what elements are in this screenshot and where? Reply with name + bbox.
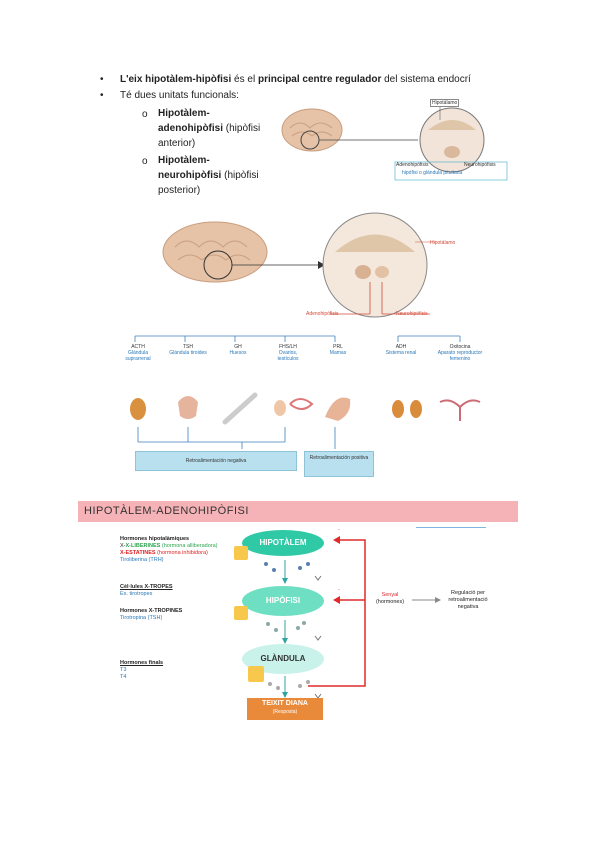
notes-estatines: X-ESTATINES	[120, 550, 156, 556]
hormone-name: TSH	[183, 344, 193, 350]
notes-final-title: Hormones finals	[120, 660, 164, 666]
fig1-adeno-label: Adenohipófisis	[396, 162, 429, 168]
hipofisi-node: HIPÒFISI	[242, 586, 324, 616]
subitem-adeno-l1: Hipotàlem-	[158, 108, 210, 119]
hormone-target: Ovarios, testículos	[277, 350, 299, 362]
fig2-adeno-label: Adenohipófisis	[306, 311, 339, 317]
hormone-target: Glándula tiroides	[169, 350, 207, 356]
hormone-oxitocina: Oxitocina Aparato reproductor femenino	[435, 344, 485, 362]
bullet-dot: •	[100, 90, 104, 101]
notes-liberines: X-LIBERINES	[125, 543, 161, 549]
fig1-caption: hipófisi o glándula pituitaria	[402, 170, 463, 176]
divider	[416, 527, 486, 528]
notes-hip-title: Hormones hipotalàmiques	[120, 536, 190, 542]
bullet-1-bold: L'eix hipotàlem-hipòfisi	[120, 74, 232, 85]
senyal-text: Senyal	[381, 592, 399, 598]
hormone-target: Glándula suprarrenal	[125, 350, 151, 362]
section-title: HIPOTÀLEM-ADENOHIPÒFISI	[84, 505, 249, 517]
hipotalem-cell	[234, 546, 248, 560]
axis-flow-diagram: HIPOTÀLEM HIPÒFISI GLÀNDULA TEIXIT DIANA…	[230, 527, 490, 728]
hormone-acth: ACTH Glándula suprarrenal	[118, 344, 158, 362]
hormone-target: Huesos	[229, 350, 247, 356]
bullet-1: L'eix hipotàlem-hipòfisi és el principal…	[120, 73, 595, 87]
hormone-name: FHS/LH	[279, 344, 297, 350]
hormone-tsh: TSH Glándula tiroides	[168, 344, 208, 356]
notes-cells-title: Cèl·lules X-TROPES	[120, 584, 173, 590]
hipofisi-cell	[234, 606, 248, 620]
bullet-1-mid: és el	[231, 74, 258, 85]
fig2-hipotalamo-label: Hipotálamo	[430, 240, 456, 246]
notes-tropines-title: Hormones X-TROPINES	[120, 608, 183, 614]
section-header: HIPOTÀLEM-ADENOHIPÒFISI	[78, 501, 518, 522]
hormone-name: ADH	[395, 344, 407, 350]
notes-liberines-note: (hormona alliberadora)	[161, 543, 218, 549]
subitem-neuro-l1: Hipotàlem-	[158, 155, 210, 166]
notes-tropines-example: Tirotropina (TSH)	[120, 615, 163, 621]
hormone-prl: PRL Mamas	[318, 344, 358, 356]
hormone-target: Aparato reproductor femenino	[437, 350, 483, 362]
hipotalem-node: HIPOTÀLEM	[242, 530, 324, 556]
notes-cells: Cèl·lules X-TROPES Ex. tirotropes	[120, 584, 250, 598]
feedback-positive-box: Retroalimentación positiva	[304, 451, 374, 477]
subitem-neuro-l2r: (hipòfisi	[221, 170, 259, 181]
hormone-target: Mamas	[329, 350, 347, 356]
senyal-sub: (hormones)	[375, 599, 405, 605]
hormone-name: GH	[234, 344, 242, 350]
hormone-fsh-lh: FHS/LH Ovarios, testículos	[268, 344, 308, 362]
subitem-neuro-l3: posterior)	[158, 185, 201, 196]
figure-pituitary-hormones: Hipotálamo Adenohipófisis Neurohipófisis…	[125, 212, 500, 492]
fig1-neuro-label: Neurohipófisis	[464, 162, 496, 168]
subitem-neuro-l2: neurohipòfisi	[158, 170, 222, 181]
fig2-neuro-label: Neurohipófisis	[396, 311, 428, 317]
subitem-neuro: Hipotàlem- neurohipòfisi (hipòfisi poste…	[158, 153, 278, 198]
bullet-dot: •	[100, 74, 104, 85]
teixit-diana-title: TEIXIT DIANA	[262, 700, 308, 707]
hormone-name: PRL	[333, 344, 343, 350]
subitem-adeno-l3: anterior)	[158, 138, 196, 149]
bullet-1-rest: del sistema endocrí	[381, 74, 471, 85]
teixit-diana-resposta: (Resposta)	[272, 709, 298, 715]
notes-final: Hormones finals T3 T4	[120, 660, 250, 681]
subitem-adeno-l2r: (hipòfisi	[223, 123, 261, 134]
regulacio-label: Regulació per retroalimentació negativa	[448, 590, 488, 610]
feedback-negative-box: Retroalimentación negativa	[135, 451, 297, 471]
notes-estatines-note: (hormona inhibidora)	[157, 550, 208, 556]
subitem-adeno: Hipotàlem- adenohipòfisi (hipòfisi anter…	[158, 106, 278, 151]
subitem-adeno-l2: adenohipòfisi	[158, 123, 223, 134]
bullet-2: Té dues unitats funcionals:	[120, 90, 239, 101]
fig1-hipotalamo-label: Hipotálamo	[430, 99, 460, 107]
teixit-diana-box: TEIXIT DIANA (Resposta)	[247, 698, 323, 720]
hormone-gh: GH Huesos	[218, 344, 258, 356]
sub-bullet-circle: o	[142, 156, 148, 167]
flow-svg	[264, 536, 441, 699]
sub-bullet-circle: o	[142, 109, 148, 120]
hormone-target: Sistema renal	[385, 350, 417, 356]
notes-example1: Tiroliberina (TRH)	[120, 557, 164, 563]
senyal-label: Senyal (hormones)	[370, 592, 410, 606]
minus-sign: -	[338, 587, 340, 593]
minus-sign: -	[338, 527, 340, 533]
glandula-cell	[248, 666, 264, 682]
figure1-svg	[281, 105, 508, 181]
hormone-name: Oxitocina	[449, 344, 471, 350]
hormone-adh: ADH Sistema renal	[381, 344, 421, 356]
notes-tropines: Hormones X-TROPINES Tirotropina (TSH)	[120, 608, 250, 622]
figure2-svg	[130, 212, 481, 449]
figure-pituitary-small: Hipotálamo Adenohipófisis Neurohipófisis…	[280, 99, 510, 182]
hormone-name: ACTH	[131, 344, 145, 350]
notes-t3: T3	[120, 667, 127, 673]
notes-hormones: Hormones hipotalàmiques X-X-LIBERINES (h…	[120, 536, 250, 564]
notes-cells-example: Ex. tirotropes	[120, 591, 153, 597]
notes-t4: T4	[120, 674, 127, 680]
bullet-1-bold2: principal centre regulador	[257, 74, 382, 85]
